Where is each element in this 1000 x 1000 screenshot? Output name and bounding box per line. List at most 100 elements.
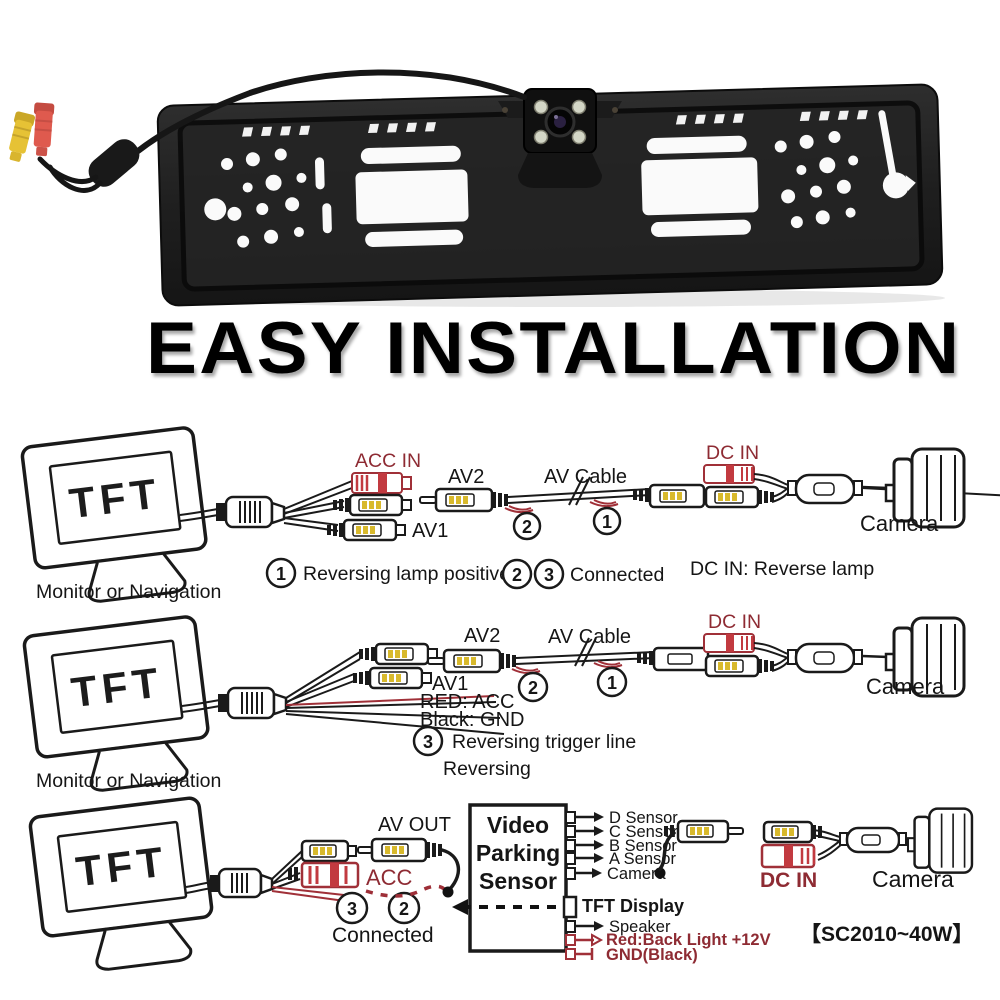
svg-text:1: 1: [602, 512, 612, 532]
headline: EASY INSTALLATION: [146, 307, 962, 390]
av2-label: AV2: [464, 625, 500, 647]
svg-text:A Sensor: A Sensor: [609, 850, 676, 868]
port-b-sensor: B Sensor: [565, 837, 677, 855]
wire-fan: [285, 651, 505, 735]
junction-dot: [442, 886, 454, 898]
vps-line3: Sensor: [479, 868, 557, 894]
circled-1: 1: [592, 506, 622, 536]
port-speaker: Speaker: [565, 918, 671, 936]
acc-label: ACC: [366, 865, 413, 890]
dc-in-connector-icon: [760, 843, 816, 869]
reversing-caption: Reversing: [443, 758, 531, 780]
tap-mark-1: [589, 499, 619, 508]
camera-jack-icon: [704, 654, 774, 678]
connected-label: Connected: [332, 924, 434, 947]
svg-text:C Sensor: C Sensor: [609, 823, 678, 841]
av1-label: AV1: [412, 520, 448, 542]
tft-monitor: TFT: [20, 426, 208, 603]
vps-line1: Video: [487, 812, 549, 838]
svg-text:2: 2: [399, 899, 409, 919]
diagram-row-1: TFT Monitor or Navigation ACC IN: [20, 426, 1000, 603]
av-cable-label: AV Cable: [548, 626, 631, 648]
plate-windows-right: [641, 135, 759, 237]
camera-label: Camera: [860, 511, 939, 536]
dc-in-connector-icon: [703, 464, 755, 484]
acc-in-connector-icon: [351, 472, 412, 494]
tft-label: TFT: [69, 658, 166, 716]
port-camera: Camera: [565, 865, 667, 883]
caption-2: 2: [501, 558, 533, 590]
tft-label: TFT: [73, 837, 170, 895]
svg-text:Speaker: Speaker: [609, 918, 671, 936]
tft-label: TFT: [67, 469, 164, 527]
red-acc-label: RED: ACC: [420, 691, 514, 713]
camera-label: Camera: [872, 866, 954, 892]
tft-dashed-arrow: [452, 899, 562, 915]
rca-jack-icon: [333, 493, 412, 517]
caption-1-text: Reversing lamp positive: [303, 563, 510, 585]
wire-fan: [283, 480, 353, 532]
svg-text:2: 2: [528, 678, 538, 698]
av2-plug-icon: [427, 648, 516, 674]
circled-2: 2: [512, 511, 542, 541]
splitter-connector: [185, 867, 274, 899]
black-gnd-label: Black: GND: [420, 709, 524, 731]
svg-text:2: 2: [512, 565, 522, 585]
fuse-holder-icon: [787, 642, 863, 674]
monitor-label: Monitor or Navigation: [36, 770, 221, 792]
circled-2: 2: [387, 891, 421, 925]
acc-connector-icon: [288, 861, 360, 889]
camera-wire: [861, 654, 889, 659]
camera-label: Camera: [866, 674, 945, 699]
port-gnd: GND(Black): [565, 946, 698, 964]
svg-text:1: 1: [276, 564, 286, 584]
tft-monitor: TFT: [22, 615, 210, 792]
circled-3: 3: [412, 725, 444, 757]
svg-text:3: 3: [544, 565, 554, 585]
port-tft-display: TFT Display: [562, 895, 684, 919]
plate-windows-left: [355, 145, 469, 247]
av-out-wire: [440, 848, 461, 891]
camera-jack-icon: [704, 485, 774, 509]
diagram-row-2: TFT Monitor or Navigation AV1 RED: ACC B…: [22, 611, 966, 792]
diagram-row-3: TFT AV OUT ACC 3 2 Connected: [28, 796, 973, 971]
port-c-sensor: C Sensor: [565, 823, 678, 841]
av-cable-line: [515, 637, 655, 667]
camera-wire: [861, 485, 889, 490]
port-a-sensor: A Sensor: [565, 850, 676, 868]
svg-text:D Sensor: D Sensor: [609, 809, 678, 827]
model-code: 【SC2010~40W】: [800, 923, 973, 946]
plate-holes-left: [204, 148, 332, 248]
tft-monitor: TFT: [28, 796, 214, 971]
camera-jack-icon: [762, 820, 822, 844]
plate-holes-right: [774, 131, 859, 229]
circled-2: 2: [517, 671, 549, 703]
svg-text:Red:Back Light +12V: Red:Back Light +12V: [606, 931, 771, 949]
camera-plug-icon: [664, 819, 744, 844]
caption-dc-text: DC IN: Reverse lamp: [690, 558, 874, 580]
av-cable-line: [507, 476, 651, 506]
red-dashed-link: [365, 884, 447, 898]
dc-in-label: DC IN: [708, 611, 761, 633]
svg-text:1: 1: [607, 673, 617, 693]
tap-mark-2: [511, 666, 541, 675]
svg-text:Camera: Camera: [607, 865, 667, 883]
rca-jack-icon: [300, 839, 357, 863]
plate-slots: [242, 110, 868, 137]
dc-in-label: DC IN: [706, 442, 759, 464]
license-plate-frame: [156, 83, 944, 307]
vps-box: [468, 803, 568, 953]
caption-23-text: Connected: [570, 564, 664, 586]
product-photo: [9, 69, 945, 307]
av-out-label: AV OUT: [378, 814, 451, 836]
trigger-label: Reversing trigger line: [452, 731, 636, 753]
rca-red-connector-icon: [33, 102, 55, 157]
fuse-holder-icon: [787, 473, 1000, 505]
svg-text:3: 3: [423, 732, 433, 752]
rca-jack-icon: [359, 642, 438, 666]
tap-mark-2: [504, 505, 534, 514]
vps-ports: D Sensor C Sensor B Sensor A Sensor Came…: [562, 809, 771, 964]
acc-in-label: ACC IN: [355, 450, 421, 472]
svg-text:GND(Black): GND(Black): [606, 946, 698, 964]
